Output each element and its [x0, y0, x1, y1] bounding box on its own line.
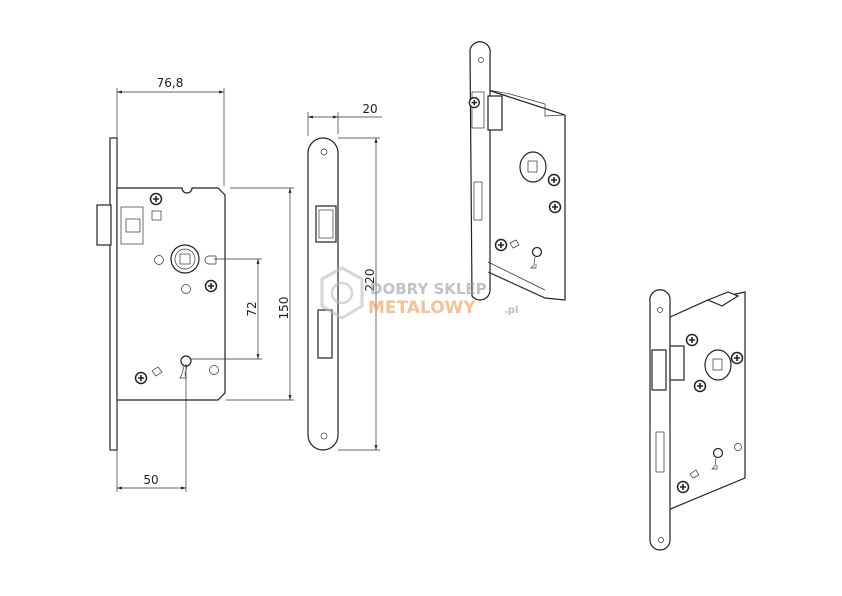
- side-view: 20 220: [307, 102, 382, 451]
- lock-body: [116, 187, 226, 401]
- screw-icon: [204, 279, 218, 293]
- dim-center-distance: 72: [245, 301, 259, 316]
- screw-icon: [676, 480, 690, 494]
- dim-faceplate-height: 220: [363, 269, 377, 292]
- screw-icon: [547, 173, 561, 187]
- faceplate-edge: [109, 137, 118, 451]
- screw-icon: [548, 200, 562, 214]
- dim-body-height: 150: [277, 297, 291, 320]
- screw-icon: [494, 238, 508, 252]
- watermark-suffix: .pl: [504, 305, 518, 316]
- dim-faceplate-width: 20: [362, 102, 377, 116]
- screw-icon: [149, 192, 163, 206]
- screw-icon: [693, 379, 707, 393]
- watermark-line2: METALOWY: [368, 298, 476, 318]
- front-view: 76,8 50 150 72: [96, 76, 294, 492]
- screw-icon: [730, 351, 744, 365]
- watermark-line1: DOBRY SKLEP: [370, 280, 487, 298]
- faceplate: [469, 41, 491, 301]
- dim-width: 76,8: [157, 76, 184, 90]
- screw-icon: [685, 333, 699, 347]
- screw-icon: [468, 96, 480, 109]
- dim-backset: 50: [143, 473, 158, 487]
- latch-bolt: [96, 204, 112, 246]
- faceplate: [649, 289, 671, 551]
- watermark-logo: DOBRY SKLEP METALOWY .pl: [320, 266, 518, 320]
- perspective-view-top: [468, 41, 566, 301]
- spindle-square: [179, 253, 191, 265]
- latch-slot: [315, 205, 337, 243]
- watermark-nut-icon: [320, 266, 364, 320]
- bolt-slot: [317, 309, 333, 359]
- perspective-view-bottom: [649, 289, 746, 551]
- screw-icon: [134, 371, 148, 385]
